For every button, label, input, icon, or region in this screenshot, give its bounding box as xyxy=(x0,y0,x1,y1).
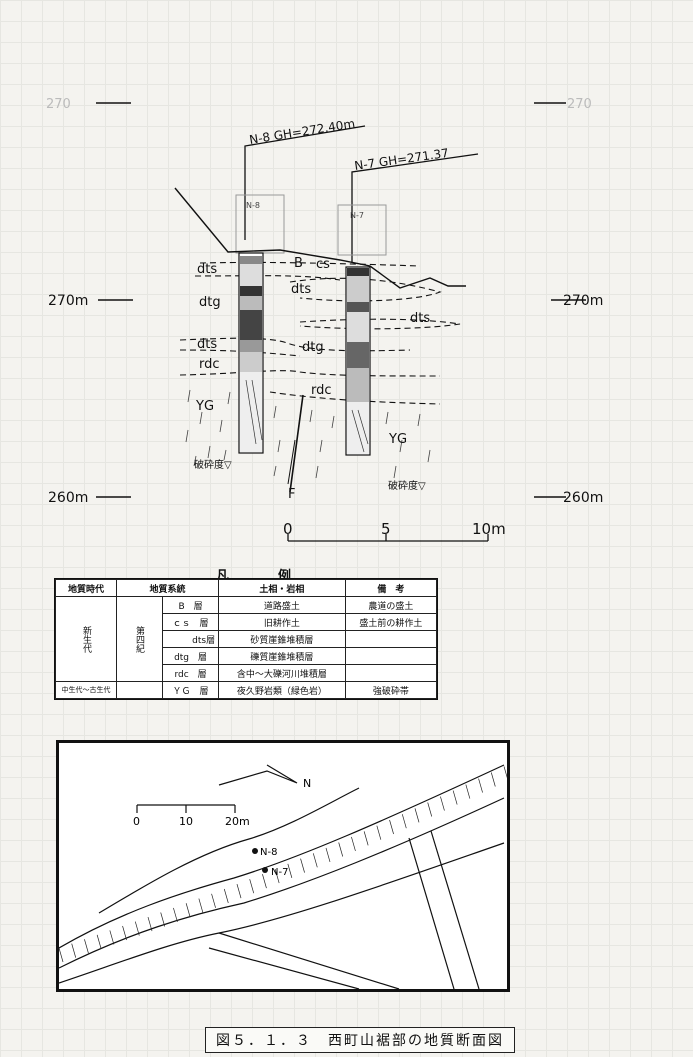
slope-edge-upper xyxy=(98,787,360,914)
legend-row-system: B 層 xyxy=(161,596,220,614)
faded-elev-272-right: 270 xyxy=(567,97,592,112)
label-rdc-left: rdc xyxy=(199,357,220,372)
label-dts-right: dts xyxy=(410,311,430,326)
label-dtg-left: dtg xyxy=(199,295,221,310)
boundary-dtg-dts xyxy=(179,337,411,352)
boundary-dts-top xyxy=(194,275,341,281)
label-fault-F: F xyxy=(288,487,295,502)
path-east-2 xyxy=(430,830,480,989)
elev-label-left-260: 260m xyxy=(48,490,88,506)
label-fracture-right: 破砕度▽ xyxy=(388,479,426,492)
legend-header-era: 地質時代 xyxy=(55,579,117,597)
n8-tag-box xyxy=(235,194,285,254)
n7-header-leader xyxy=(351,153,479,262)
boundary-yg-top xyxy=(269,391,441,405)
map-label-n7: N-7 xyxy=(271,867,288,878)
elev-label-right-260: 260m xyxy=(563,490,603,506)
fault-line xyxy=(289,394,304,493)
legend-row-facies: 道路盛土 xyxy=(218,596,346,614)
legend-era-quaternary: 第四紀 xyxy=(116,596,163,682)
n8-header-leader xyxy=(244,125,366,240)
legend-row-facies: 含中～大礫河川堆積層 xyxy=(218,664,346,682)
label-fracture-left: 破砕度▽ xyxy=(194,458,232,471)
elev-label-right-270: 270m xyxy=(563,293,603,309)
map-scale-20: 20m xyxy=(225,815,250,828)
legend-table: 地質時代 地質系統 土相・岩相 備 考 新生代 第四紀 B 層 道路盛土 農道の… xyxy=(54,578,438,700)
north-label: N xyxy=(303,777,311,790)
path-south-2 xyxy=(208,947,360,989)
plan-map-frame: N 0 10 20m N-8 xyxy=(56,740,510,992)
legend-row-note: 農道の盛土 xyxy=(344,596,438,614)
label-dts-left-bottom: dts xyxy=(197,337,217,352)
label-dts-left-top: dts xyxy=(197,262,217,277)
scale-tick-10: 10m xyxy=(472,520,506,538)
scale-tick-0: 0 xyxy=(283,520,293,538)
n8-tag: N-8 xyxy=(246,201,260,210)
legend-row-facies: 礫質崖錐堆積層 xyxy=(218,647,346,665)
legend-row-facies: 夜久野岩類（緑色岩） xyxy=(218,681,346,699)
legend-header-facies: 土相・岩相 xyxy=(218,579,346,597)
legend-row-system: ｃｓ 層 xyxy=(161,613,220,631)
n7-header-label: N-7 GH=271.37 xyxy=(353,146,449,173)
n7-tag-box xyxy=(337,204,387,256)
plan-map: N 0 10 20m N-8 xyxy=(59,764,507,989)
legend-row-system: dts層 xyxy=(161,630,220,648)
legend-era-old: 中生代～古生代 xyxy=(55,681,117,699)
legend-era-cenozoic: 新生代 xyxy=(55,596,117,682)
map-borehole-n8 xyxy=(252,848,258,854)
legend-header-note: 備 考 xyxy=(344,579,438,597)
legend-header-system: 地質系統 xyxy=(115,579,220,597)
legend-row-facies: 砂質崖錐堆積層 xyxy=(218,630,346,648)
label-yg-right: YG xyxy=(388,432,407,447)
slope-edge-lower xyxy=(59,842,505,984)
road-edge-upper xyxy=(59,764,505,949)
scale-tick-5: 5 xyxy=(381,520,391,538)
elev-label-left-270: 270m xyxy=(48,293,88,309)
label-cs: cs xyxy=(316,257,330,272)
path-east xyxy=(408,837,455,989)
legend-row-system: rdc 層 xyxy=(161,664,220,682)
legend-row-note xyxy=(344,664,438,682)
label-B: B xyxy=(294,256,303,271)
n7-tag: N-7 xyxy=(350,211,364,220)
boundary-b-cs xyxy=(199,261,421,267)
map-scale-10: 10 xyxy=(179,815,193,828)
label-dtg-mid: dtg xyxy=(302,340,324,355)
boundary-rdc-top xyxy=(179,370,441,377)
boundary-dts-lens xyxy=(289,277,442,302)
ground-surface-line xyxy=(174,187,466,289)
legend-row-note: 盛土前の耕作土 xyxy=(344,613,438,631)
fault-line-secondary xyxy=(287,439,296,485)
label-dts-mid: dts xyxy=(291,282,311,297)
n7-column-fill xyxy=(347,268,369,454)
legend-row-note xyxy=(344,630,438,648)
path-south xyxy=(218,932,400,989)
map-scale-0: 0 xyxy=(133,815,140,828)
faded-elev-272-left: 270 xyxy=(46,97,71,112)
north-arrow-icon xyxy=(218,764,298,786)
label-yg-left: YG xyxy=(195,399,214,414)
n8-column-fill xyxy=(240,256,262,452)
n8-header-label: N-8 GH=272.40m xyxy=(248,116,356,147)
map-borehole-n7 xyxy=(262,867,268,873)
slope-hatching xyxy=(59,766,507,963)
legend-row-system: dtg 層 xyxy=(161,647,220,665)
legend-row-facies: 旧耕作土 xyxy=(218,613,346,631)
legend-row-system: ＹＧ 層 xyxy=(161,681,220,699)
road-edge-lower xyxy=(59,797,505,969)
map-label-n8: N-8 xyxy=(260,847,277,858)
legend-row-note: 強破砕帯 xyxy=(344,681,438,699)
figure-caption: 図５．１．３ 西町山裾部の地質断面図 xyxy=(205,1027,515,1053)
label-rdc-mid: rdc xyxy=(311,383,332,398)
legend-row-note xyxy=(344,647,438,665)
boundary-dts-right-lens xyxy=(299,318,461,330)
